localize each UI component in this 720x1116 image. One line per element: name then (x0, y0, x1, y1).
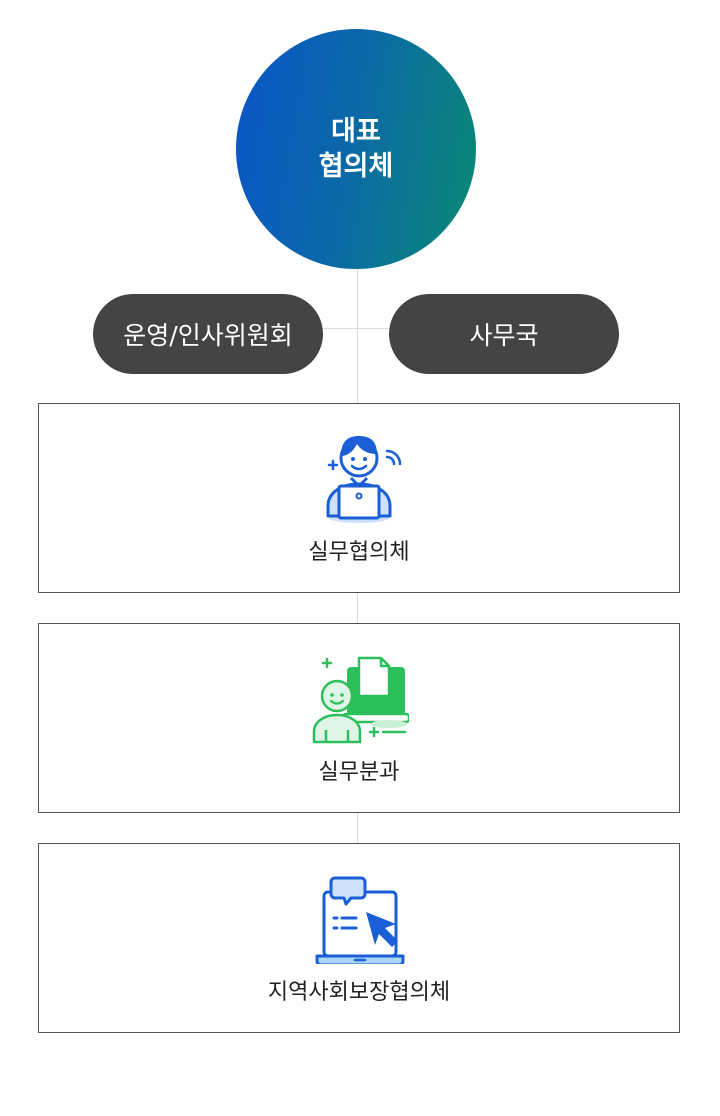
horizontal-connector-line (323, 328, 389, 329)
laptop-chat-cursor-icon (315, 876, 405, 964)
top-node-line2: 협의체 (318, 151, 394, 182)
box-working-council-label: 실무협의체 (308, 540, 410, 565)
box-working-subcommittee: 실무분과 (38, 623, 680, 813)
box-working-subcommittee-label: 실무분과 (318, 760, 400, 785)
top-node-line1: 대표 (331, 116, 381, 147)
box-community-council: 지역사회보장협의체 (38, 843, 680, 1033)
person-document-icon (312, 656, 409, 744)
box-community-council-label: 지역사회보장협의체 (267, 980, 451, 1005)
person-laptop-icon (326, 436, 402, 523)
side-node-left-label: 운영/인사위원회 (123, 321, 293, 350)
side-node-right: 사무국 (389, 294, 619, 374)
box-working-council: 실무협의체 (38, 403, 680, 593)
side-node-right-label: 사무국 (469, 321, 539, 350)
top-node-circle: 대표 협의체 (236, 29, 476, 269)
side-node-left: 운영/인사위원회 (93, 294, 323, 374)
